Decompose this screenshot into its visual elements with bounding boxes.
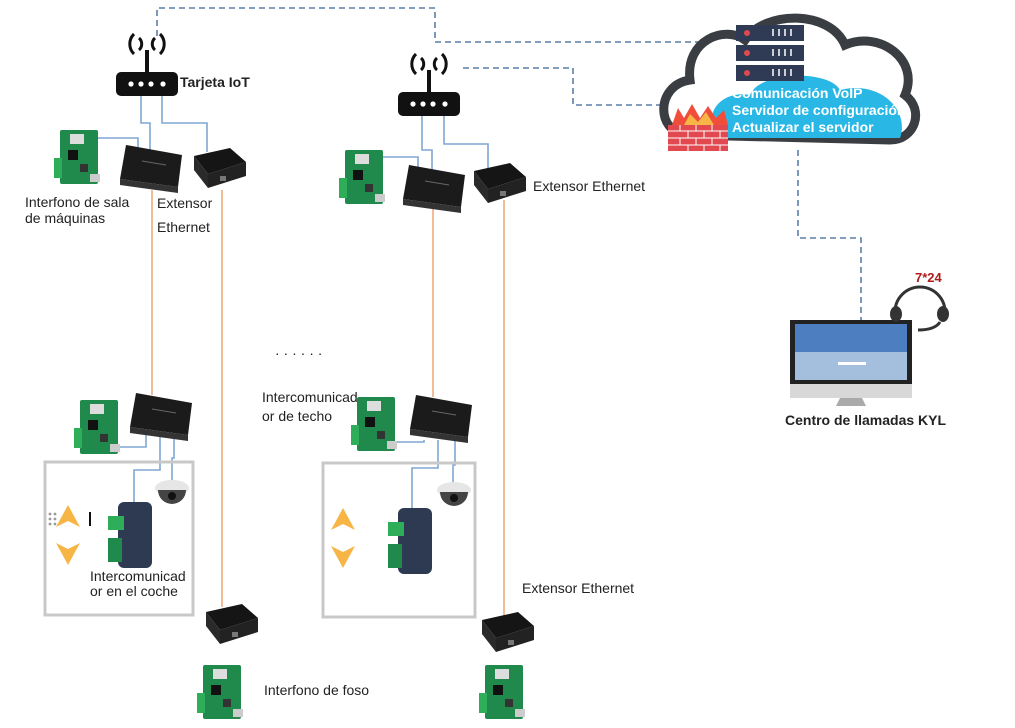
indicator-bar	[89, 512, 91, 526]
availability-label: 7*24	[915, 270, 943, 285]
car-intercom-label-1: Intercomunicad	[90, 568, 186, 584]
roof-intercom-label-1: Intercomunicad	[262, 389, 358, 405]
camera-icon	[155, 480, 189, 504]
extender-label-2: Ethernet	[157, 219, 210, 235]
call-center-label: Centro de llamadas KYL	[785, 412, 946, 428]
cloud-line-voip: Comunicación VoIP	[732, 85, 862, 101]
extender-bottom-label: Extensor Ethernet	[522, 580, 634, 596]
link-box3-camera	[171, 435, 175, 480]
iot-router-1	[114, 32, 180, 98]
ethernet-extender-small	[194, 148, 246, 188]
ethernet-extender-small	[482, 612, 534, 652]
iot-card-label: Tarjeta IoT	[180, 74, 250, 90]
ethernet-extender-small	[206, 604, 258, 644]
call-center-monitor	[790, 320, 912, 406]
link-router2-ext	[443, 116, 489, 168]
ethernet-extender-box	[402, 164, 466, 214]
camera-icon	[437, 482, 471, 506]
dashed-link-router1-cloud	[156, 7, 712, 43]
ethernet-extender-small	[474, 163, 526, 203]
cloud-line-update: Actualizar el servidor	[732, 119, 874, 135]
link-router1-ext	[161, 96, 208, 152]
headset-icon	[890, 285, 949, 332]
firewall-icon	[668, 104, 728, 151]
car-intercom-label-2: or en el coche	[90, 583, 178, 599]
extender-label-1: Extensor	[157, 195, 213, 211]
elevator-arrows-icon	[56, 505, 80, 565]
roof-intercom-board	[74, 400, 120, 454]
car-intercom-device	[108, 502, 152, 568]
ethernet-extender-box	[409, 394, 473, 444]
server-rack-icon	[736, 25, 804, 81]
keypad-icon	[48, 512, 57, 526]
pit-intercom-label: Interfono de foso	[264, 682, 369, 698]
link-board-box3	[118, 435, 147, 448]
car-intercom-device	[388, 508, 432, 574]
pit-intercom-board	[197, 665, 243, 719]
extender-mid-label: Extensor Ethernet	[533, 178, 645, 194]
elevator-car-frame	[321, 461, 477, 619]
roof-intercom-board	[351, 397, 397, 451]
ethernet-extender-box	[119, 144, 183, 194]
link-board-box1	[95, 137, 139, 150]
machine-room-label-1: Interfono de sala	[25, 194, 130, 210]
link-box3-intercom	[133, 435, 161, 502]
machine-room-intercom-board	[54, 130, 100, 184]
dashed-link-router2-cloud	[463, 67, 672, 106]
link-board-box4	[395, 440, 425, 443]
roof-intercom-label-2: or de techo	[262, 408, 332, 424]
intercom-board	[339, 150, 385, 204]
dashed-link-cloud-callcenter	[797, 150, 862, 322]
pit-intercom-board	[479, 665, 525, 719]
elevator-car-frame	[43, 460, 195, 617]
ethernet-extender-box	[129, 392, 193, 442]
link-box4-intercom	[411, 440, 439, 510]
link-box4-camera	[452, 440, 456, 482]
elevator-arrows-icon	[331, 508, 355, 568]
iot-router-2	[396, 52, 462, 118]
cloud-line-config: Servidor de configuración	[732, 102, 905, 118]
link-router2-box	[421, 116, 433, 170]
cloud-server: Comunicación VoIP Servidor de configurac…	[659, 13, 921, 145]
machine-room-label-2: de máquinas	[25, 210, 105, 226]
link-router1-box	[140, 96, 151, 150]
continuation-dots: · · · · · ·	[275, 345, 322, 361]
